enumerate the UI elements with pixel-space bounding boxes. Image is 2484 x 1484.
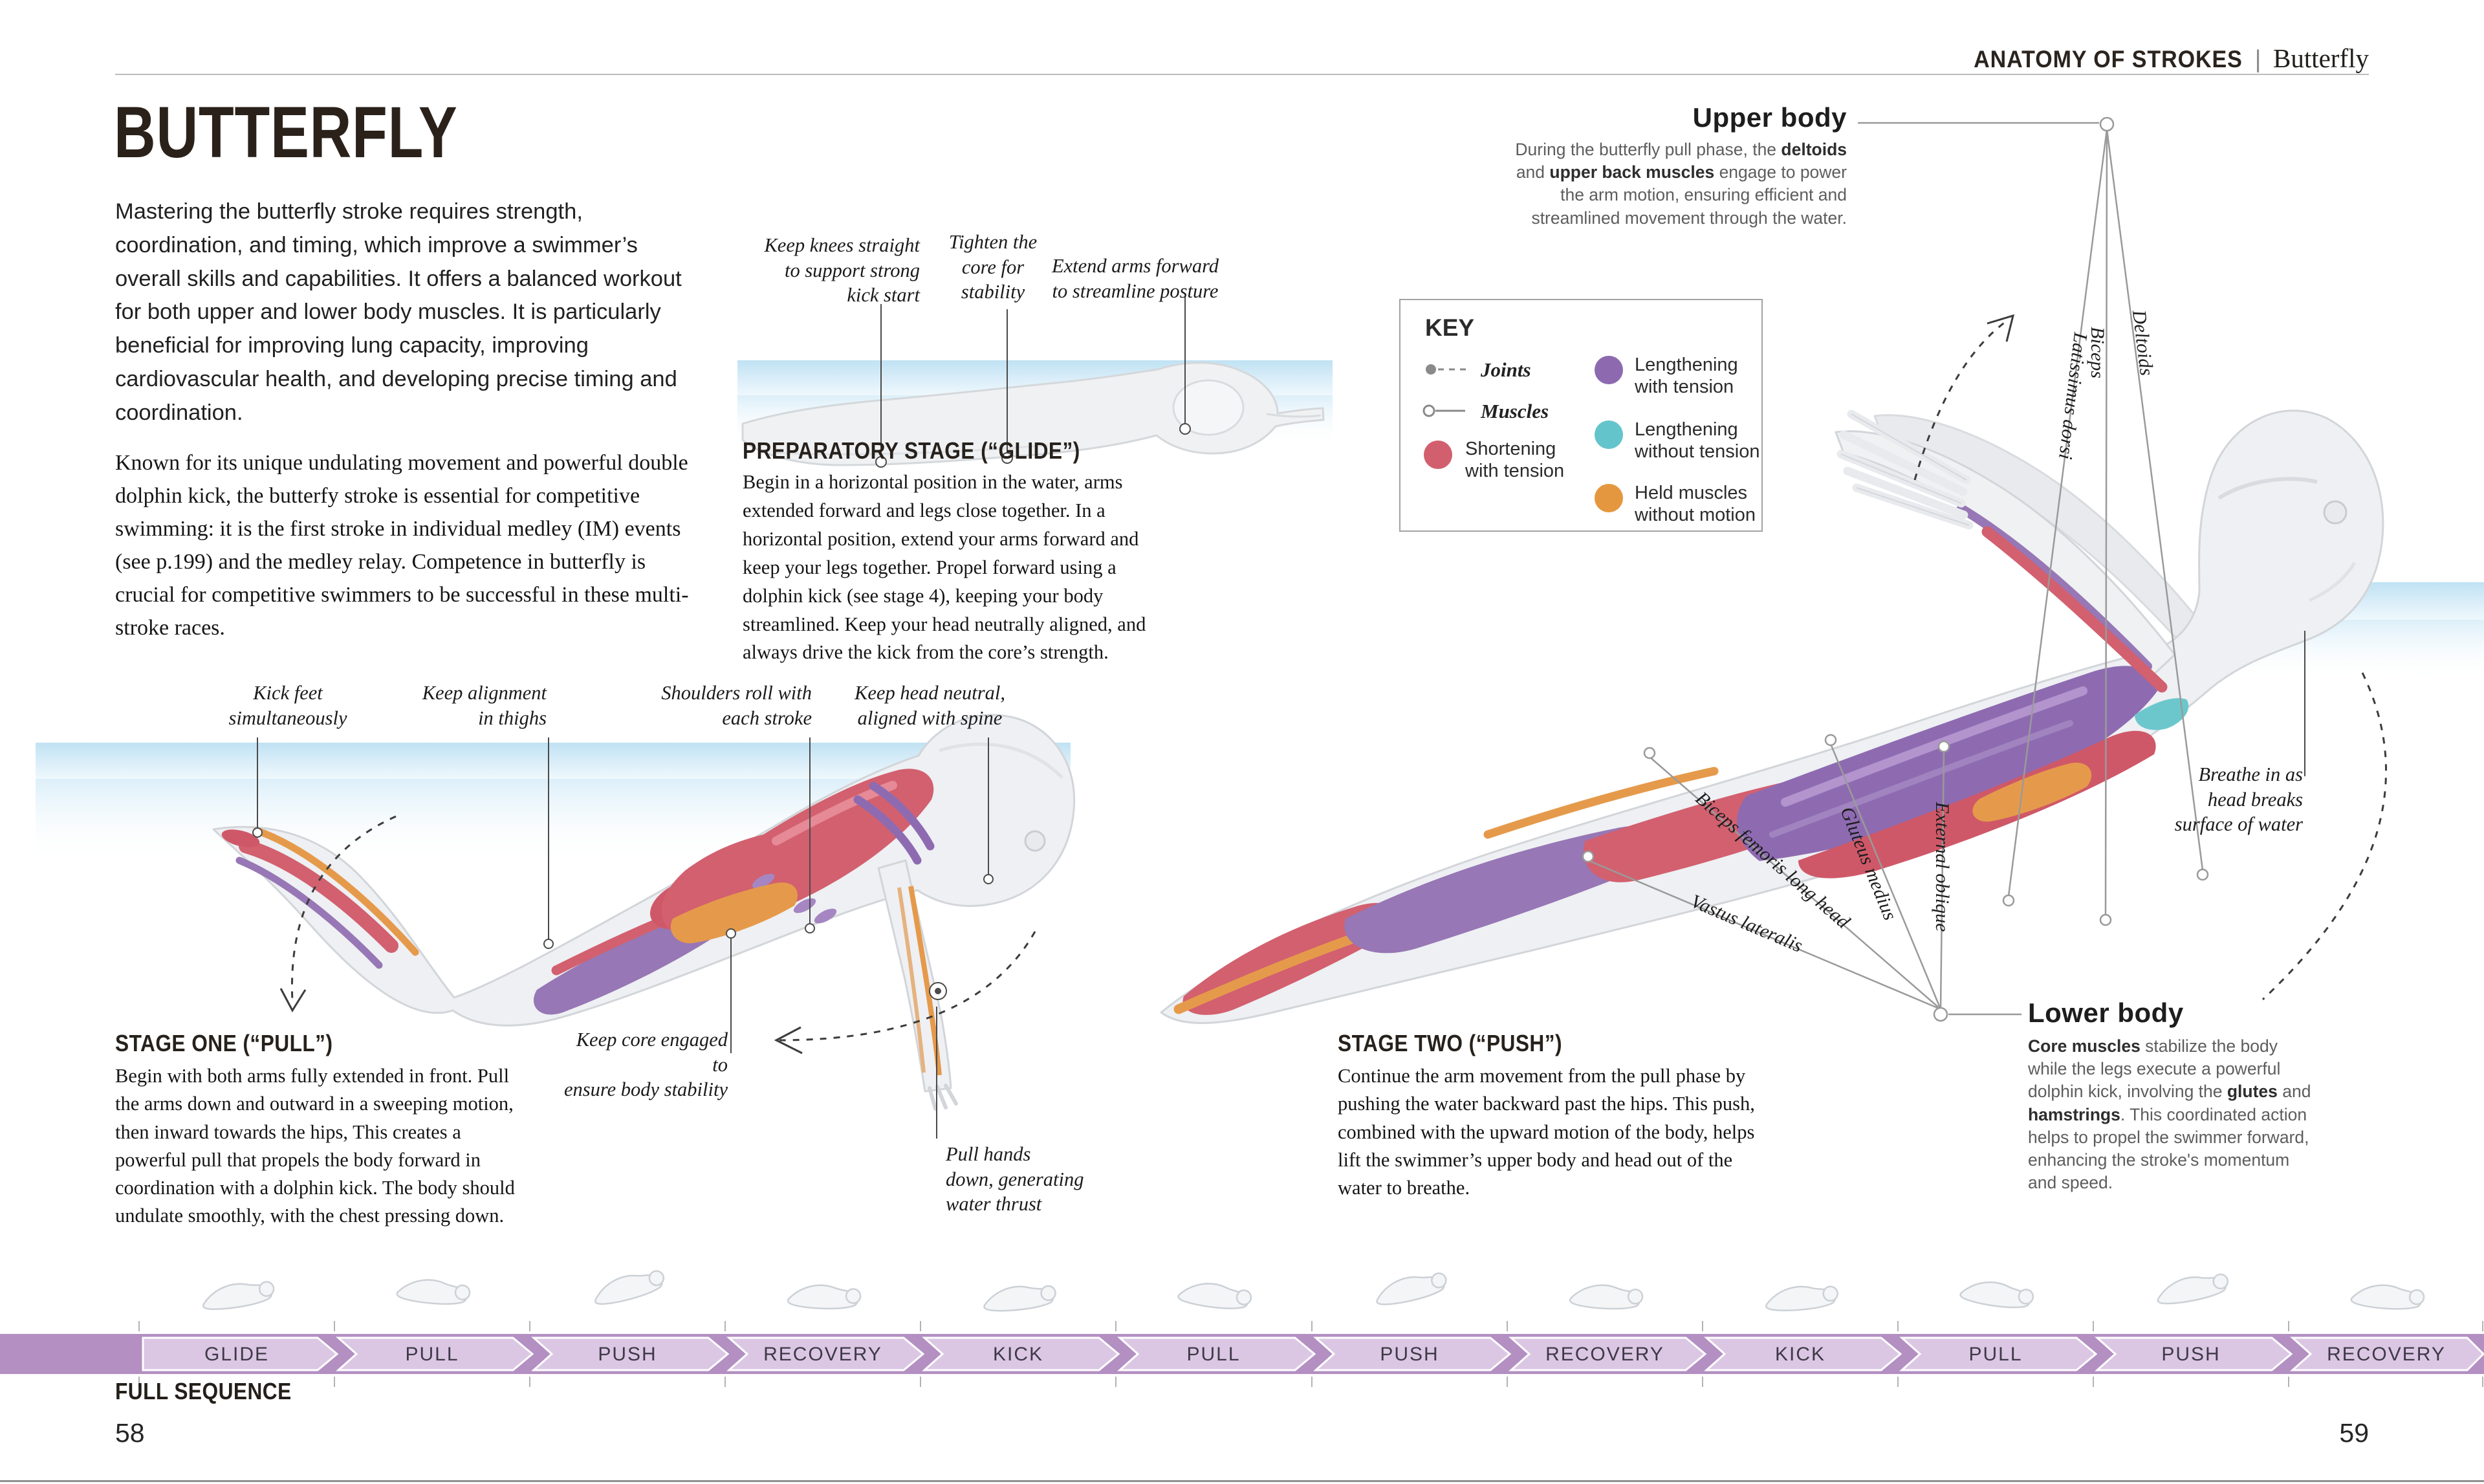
sequence-step-12: RECOVERY [2327, 1344, 2446, 1365]
sequence-step-7: PUSH [1380, 1344, 1439, 1365]
glide-callout-core: Tighten the core for stability [948, 231, 1038, 303]
key-dot-lengthening-no-tension [1595, 420, 1623, 449]
sequence-step-2: PULL [405, 1344, 459, 1365]
lower-body-heading: Lower body [2028, 998, 2184, 1028]
page-number-right: 59 [2339, 1418, 2369, 1448]
callout-pull-hands: Pull hands down, generating water thrust [946, 1143, 1084, 1216]
stage1-motion-arrows [290, 815, 1036, 1042]
sequence-step-10: PULL [1968, 1344, 2023, 1365]
page-number-left: 58 [115, 1418, 145, 1448]
lower-muscle-fan [1582, 734, 2021, 1022]
stage-one-heading: STAGE ONE (“PULL”) [115, 1030, 333, 1056]
header-divider: | [2254, 46, 2261, 73]
key-muscles-label: Muscles [1481, 400, 1549, 422]
intro-paragraph-1: Mastering the butterfly stroke requires … [115, 199, 682, 425]
sequence-ticks [138, 1321, 2483, 1387]
muscle-label-external-oblique: External oblique [1932, 802, 1953, 932]
callout-shoulders-roll: Shoulders roll with each stroke [661, 682, 812, 729]
sequence-mini-swimmers [200, 1267, 2426, 1314]
header-topic: Butterfly [2272, 43, 2369, 73]
stage-one-body: Begin with both arms fully extended in f… [115, 1065, 515, 1227]
upper-muscle-fan [1858, 116, 2209, 926]
muscles-icon [1422, 404, 1465, 417]
prep-stage-heading: PREPARATORY STAGE (“GLIDE”) [743, 437, 1080, 464]
key-dot-shortening [1424, 441, 1452, 469]
glide-swimmer-figure [741, 362, 1325, 466]
key-label-lengthening-tension: Lengthening with tension [1635, 355, 1738, 397]
intro-paragraph-2: Known for its unique undulating movement… [115, 451, 689, 640]
callout-thigh-alignment: Keep alignment in thighs [422, 682, 547, 729]
glide-callout-leaders [875, 296, 1191, 468]
stage-two-heading: STAGE TWO (“PUSH”) [1338, 1030, 1562, 1056]
stage2-motion-arrows [1913, 318, 2387, 1001]
bottom-rule [0, 1480, 2484, 1482]
glide-callout-arms: Extend arms forward to streamline postur… [1051, 255, 1219, 302]
sequence-step-5: KICK [992, 1344, 1044, 1365]
key-joints-label: Joints [1481, 358, 1531, 381]
sequence-step-1: GLIDE [204, 1344, 270, 1365]
top-rule [115, 74, 2369, 75]
key-dot-held [1595, 484, 1623, 512]
breathe-callout: Breathe in as head breaks surface of wat… [2174, 763, 2303, 836]
glide-callout-knees: Keep knees straight to support strong ki… [764, 234, 920, 307]
sequence-step-9: KICK [1774, 1344, 1826, 1365]
lower-body-text: Core muscles stabilize the body while th… [2028, 1036, 2311, 1193]
key-label-lengthening-no-tension: Lengthening without tension [1635, 419, 1760, 462]
sequence-step-6: PULL [1186, 1344, 1241, 1365]
callout-head-neutral: Keep head neutral, aligned with spine [855, 682, 1005, 729]
key-dot-lengthening-tension [1595, 356, 1623, 384]
stage-two-body: Continue the arm movement from the pull … [1338, 1065, 1755, 1199]
callout-core-engaged: Keep core engaged to ensure body stabili… [564, 1029, 728, 1101]
callout-kick-feet: Kick feet simultaneously [228, 682, 347, 729]
sequence-step-11: PUSH [2161, 1344, 2221, 1365]
key-title: KEY [1425, 314, 1475, 341]
full-sequence-label: FULL SEQUENCE [115, 1378, 292, 1404]
header-section: ANATOMY OF STROKES [1974, 46, 2243, 72]
stage1-swimmer-figure [212, 714, 1076, 1111]
key-label-held: Held muscles without motion [1635, 483, 1756, 525]
page-title: BUTTERFLY [114, 92, 458, 173]
stage1-callout-leaders [252, 737, 994, 1139]
sequence-step-8: RECOVERY [1545, 1344, 1664, 1365]
key-legend: KEY Joints Muscles Shortening with tensi… [1399, 299, 1763, 532]
joints-icon [1426, 364, 1470, 375]
running-header: ANATOMY OF STROKES | Butterfly [1811, 43, 2369, 74]
muscle-label-biceps: Biceps [2087, 327, 2108, 378]
stage2-arrowheads [1987, 314, 2015, 342]
stage1-arrowheads [279, 988, 803, 1054]
upper-body-heading: Upper body [1692, 102, 1847, 133]
upper-body-text: During the butterfly pull phase, the del… [1515, 140, 1847, 228]
sequence-step-3: PUSH [598, 1344, 657, 1365]
sequence-bar [0, 1334, 2484, 1374]
sequence-step-4: RECOVERY [763, 1344, 882, 1365]
key-label-shortening: Shortening with tension [1465, 439, 1565, 481]
prep-stage-body: Begin in a horizontal position in the wa… [743, 471, 1146, 664]
